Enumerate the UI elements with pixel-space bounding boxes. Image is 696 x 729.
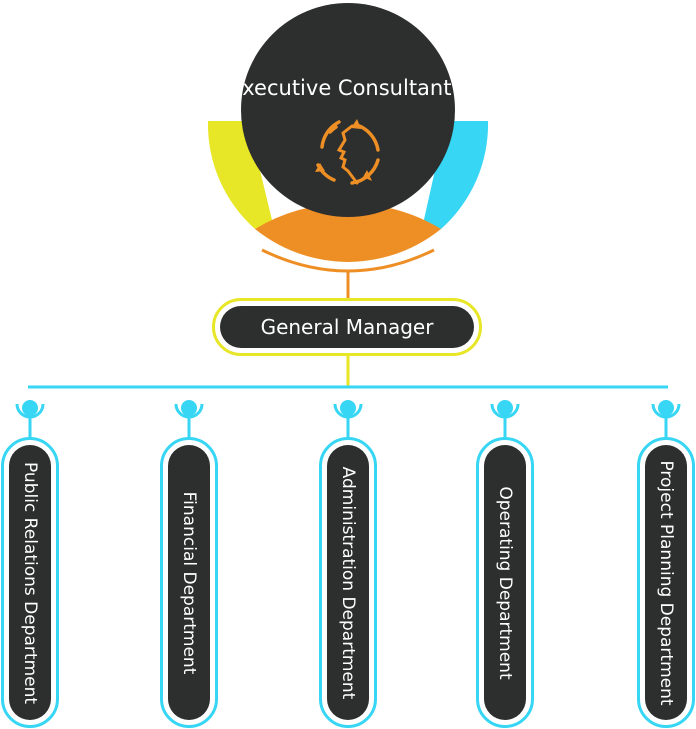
department-label: Administration Department [338, 466, 358, 699]
department-node-public-relations: Public Relations Department [1, 437, 59, 728]
general-manager-node: General Manager [212, 298, 482, 356]
hub-cyan-segment [423, 121, 489, 229]
head-with-cycle-arrows-icon [315, 119, 380, 185]
general-manager-label: General Manager [220, 306, 474, 348]
hub-orange-segment [255, 203, 441, 262]
department-connector-4 [651, 400, 681, 437]
department-connector-0 [15, 400, 45, 437]
hub-yellow-segment [207, 121, 273, 229]
company-title: Executive Consultant Ltd [229, 76, 467, 100]
department-label: Project Planning Department [656, 459, 676, 706]
department-connector-2 [333, 400, 363, 437]
department-connector-3 [490, 400, 520, 437]
department-label: Financial Department [179, 491, 199, 674]
department-node-financial: Financial Department [160, 437, 218, 728]
hub-circle [241, 3, 455, 217]
department-node-administration: Administration Department [319, 437, 377, 728]
department-connector-1 [174, 400, 204, 437]
department-node-operating: Operating Department [476, 437, 534, 728]
department-label: Operating Department [495, 485, 515, 680]
department-label: Public Relations Department [20, 461, 40, 704]
department-node-project-planning: Project Planning Department [637, 437, 695, 728]
